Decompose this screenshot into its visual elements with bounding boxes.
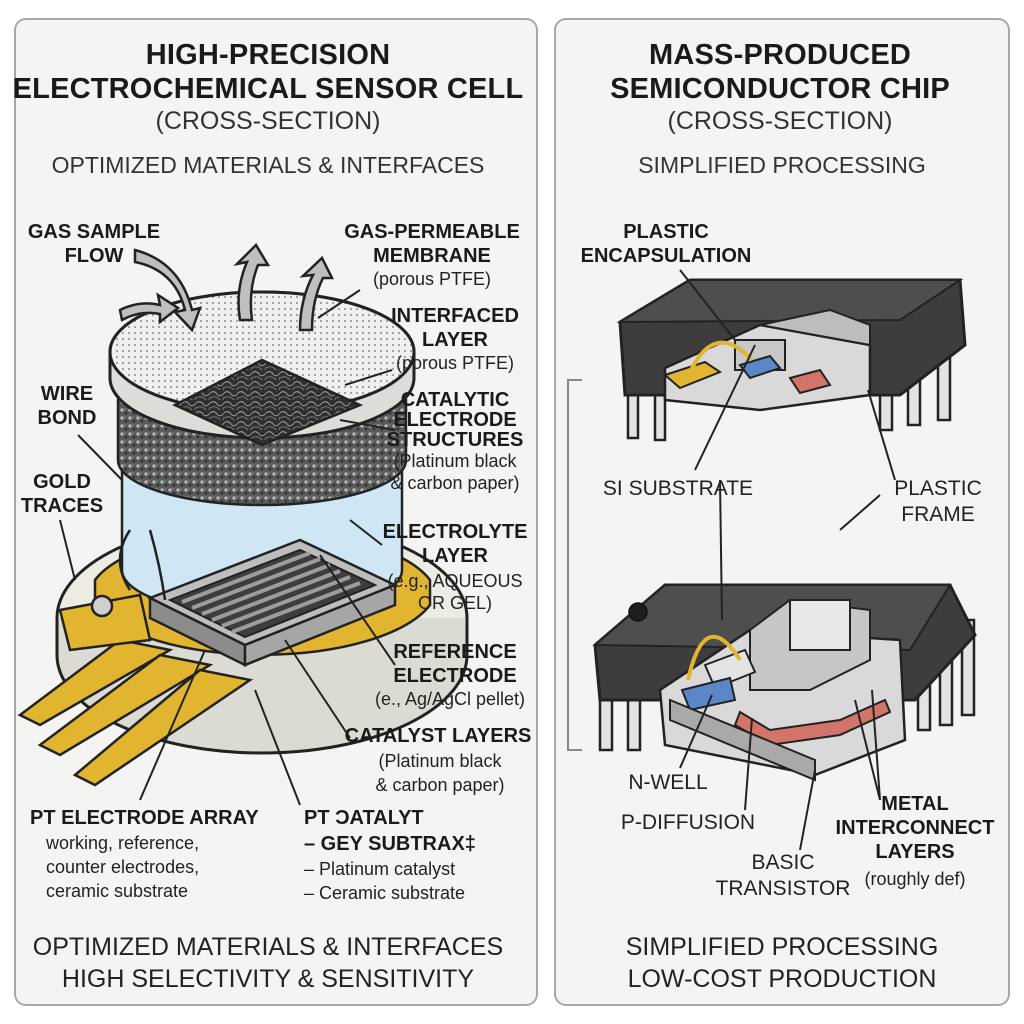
bracket-line xyxy=(567,379,582,751)
label-electrolyte-2: LAYER xyxy=(422,545,488,567)
label-interfaced-sub: (porous PTFE) xyxy=(395,353,515,373)
label-metal-1: METAL xyxy=(881,793,949,815)
label-si-substrate: SI SUBSTRATE xyxy=(602,477,754,500)
label-reference-1: REFERENCE xyxy=(393,641,517,663)
left-subtitle: (CROSS-SECTION) xyxy=(155,107,381,135)
right-footer-line2: LOW-COST PRODUCTION xyxy=(627,965,937,993)
left-leader-lines xyxy=(59,289,396,806)
left-footer-line1: OPTIMIZED MATERIALS & INTERFACES xyxy=(32,933,504,961)
label-catalyst-sub2: & carbon paper) xyxy=(375,775,505,795)
label-pt-array-sub3: ceramic substrate xyxy=(46,881,189,901)
label-plastic-frame-1: PLASTIC xyxy=(894,477,982,500)
label-pt-catalyst-1: PT ϽATALYT xyxy=(304,807,424,829)
label-plastic-frame-2: FRAME xyxy=(901,503,975,526)
label-catalyst-sub1: (Platinum black xyxy=(378,751,502,771)
label-electrolyte-sub2: OR GEL) xyxy=(417,593,493,613)
label-catalytic-2: ELECTRODE xyxy=(393,409,517,431)
label-electrolyte-1: ELECTROLYTE xyxy=(382,521,528,543)
label-gas-sample-1: GAS SAMPLE xyxy=(27,221,161,243)
label-reference-2: ELECTRODE xyxy=(393,665,517,687)
label-interfaced-1: INTERFACED xyxy=(391,305,519,327)
label-metal-sub: (roughly def) xyxy=(864,869,966,889)
gold-traces xyxy=(17,593,254,787)
label-pt-catalyst-sub2: – Ceramic substrate xyxy=(304,883,466,903)
left-footer-line2: HIGH SELECTIVITY & SENSITIVITY xyxy=(61,965,475,993)
label-catalytic-sub2: & carbon paper) xyxy=(390,473,520,493)
label-membrane-sub: (porous PTFE) xyxy=(372,269,492,289)
gas-flow-arrows xyxy=(118,242,335,333)
right-leader-lines xyxy=(679,269,896,851)
sensor-cell-drawing xyxy=(17,242,469,806)
label-pt-array-sub1: working, reference, xyxy=(46,833,200,853)
label-pt-array: PT ELECTRODE ARRAY xyxy=(30,807,259,829)
label-plastic-encap-2: ENCAPSULATION xyxy=(580,245,752,267)
label-catalytic-1: CATALYTIC xyxy=(400,389,510,411)
left-title-line1: HIGH-PRECISION xyxy=(145,39,391,71)
label-interfaced-2: LAYER xyxy=(422,329,488,351)
label-basic-transistor-1: BASIC xyxy=(751,851,815,874)
label-basic-transistor-2: TRANSISTOR xyxy=(715,877,851,900)
label-gold-traces-1: GOLD xyxy=(33,471,91,493)
chip-bottom-drawing xyxy=(592,583,977,782)
left-title-line2: ELECTROCHEMICAL SENSOR CELL xyxy=(12,73,524,105)
right-tagline: SIMPLIFIED PROCESSING xyxy=(638,152,926,178)
label-metal-3: LAYERS xyxy=(875,841,955,863)
chip-top-drawing xyxy=(616,278,967,442)
label-catalytic-3: STRUCTURES xyxy=(386,429,524,451)
label-membrane-1: GAS-PERMEABLE xyxy=(344,221,520,243)
label-wire-bond-1: WIRE xyxy=(40,383,94,405)
label-catalytic-sub1: (Platinum black xyxy=(393,451,517,471)
label-wire-bond-2: BOND xyxy=(37,407,97,429)
label-gold-traces-2: TRACES xyxy=(20,495,104,517)
label-electrolyte-sub1: (e.g., AQUEOUS xyxy=(387,571,523,591)
label-plastic-encap-1: PLASTIC xyxy=(623,221,709,243)
label-membrane-2: MEMBRANE xyxy=(373,245,491,267)
semiconductor-chip-panel xyxy=(554,18,1010,1006)
wire-bond-pad xyxy=(90,594,114,618)
label-reference-sub: (e., Ag/AgCl pellet) xyxy=(374,689,526,709)
label-pt-catalyst-2: – GEY SUBTRAX‡ xyxy=(304,833,476,855)
label-pt-catalyst-sub1: – Platinum catalyst xyxy=(304,859,456,879)
label-metal-2: INTERCONNECT xyxy=(835,817,995,839)
right-title-line2: SEMICONDUCTOR CHIP xyxy=(610,73,950,105)
label-gas-sample-2: FLOW xyxy=(64,245,124,267)
right-subtitle: (CROSS-SECTION) xyxy=(667,107,893,135)
label-catalyst-layers: CATALYST LAYERS xyxy=(344,725,532,747)
label-n-well: N-WELL xyxy=(628,771,708,794)
electrode-array xyxy=(146,538,399,668)
left-tagline: OPTIMIZED MATERIALS & INTERFACES xyxy=(51,152,485,178)
right-title-line1: MASS-PRODUCED xyxy=(649,39,911,71)
label-pt-array-sub2: counter electrodes, xyxy=(46,857,200,877)
right-footer-line1: SIMPLIFIED PROCESSING xyxy=(625,933,939,961)
label-p-diffusion: P-DIFFUSION xyxy=(620,811,756,834)
